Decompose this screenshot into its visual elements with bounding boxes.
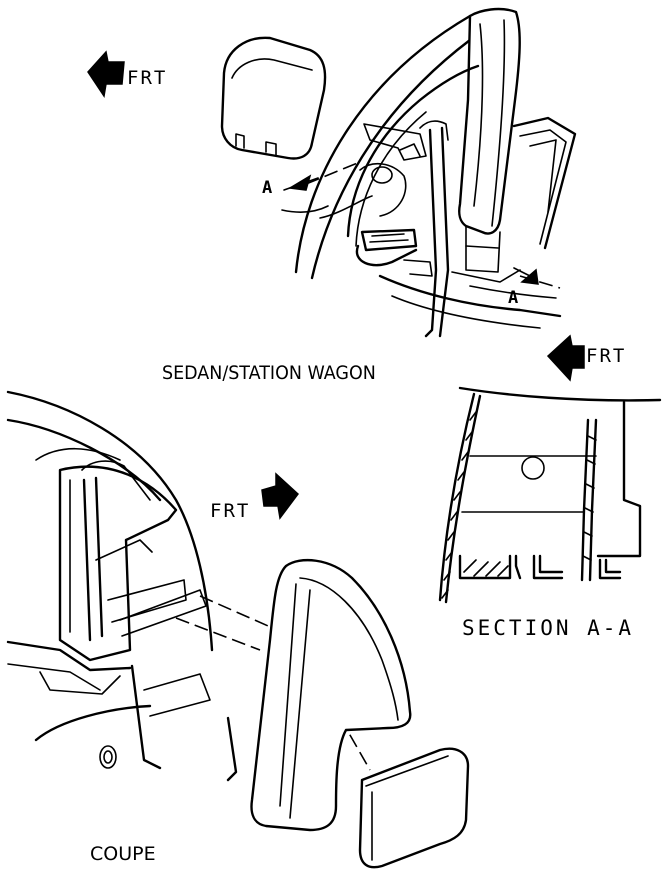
- bold-arrow-icon: [87, 50, 585, 520]
- coupe-pillar-trim: [250, 559, 412, 832]
- front-direction-label: FRT: [127, 67, 168, 89]
- section-reference-label: A: [262, 178, 273, 198]
- coupe-illustration: [6, 390, 470, 869]
- sedan-station-wagon-caption: SEDAN/STATION WAGON: [162, 362, 376, 384]
- section-arrow-icon: [283, 174, 539, 285]
- section-a-a-caption: SECTION A-A: [462, 616, 635, 640]
- sedan-trim-cap: [220, 36, 327, 160]
- sedan-illustration: [220, 7, 577, 338]
- section-a-a-detail: [438, 386, 662, 604]
- front-direction-label: FRT: [586, 345, 627, 367]
- coupe-caption: COUPE: [90, 843, 156, 865]
- front-direction-label: FRT: [210, 500, 251, 522]
- section-reference-label: A: [508, 288, 519, 308]
- coupe-end-cap: [358, 747, 470, 869]
- sedan-pillar-molding: [458, 7, 521, 235]
